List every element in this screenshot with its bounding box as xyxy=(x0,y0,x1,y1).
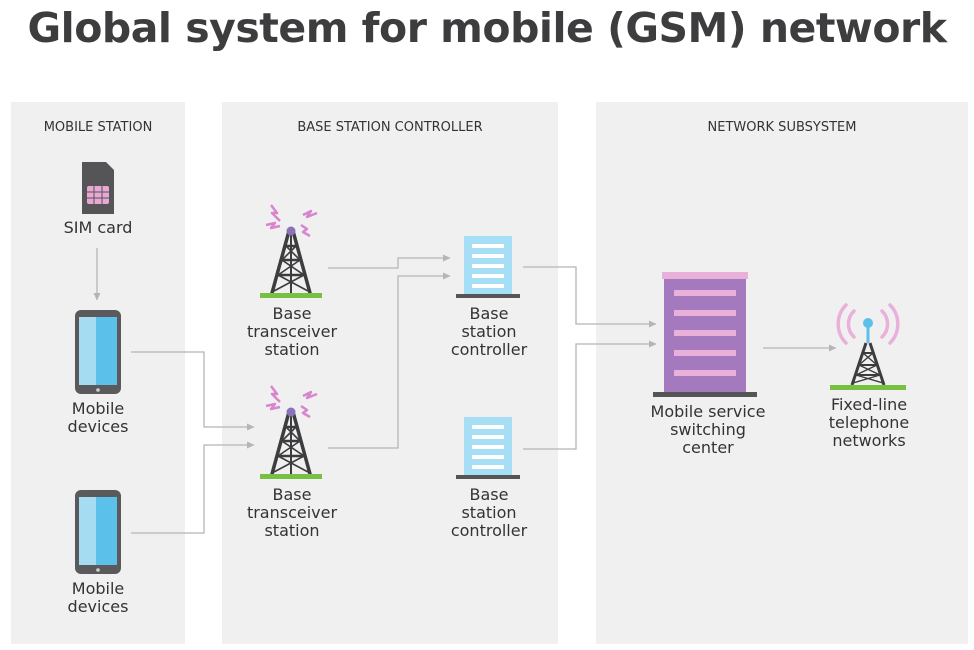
label-line: networks xyxy=(832,431,906,450)
label-line: station xyxy=(461,503,517,522)
arrow-mobile2-to-bts2 xyxy=(131,441,255,534)
panel-title-mobile-station: MOBILE STATION xyxy=(43,120,153,135)
controller-building-icon xyxy=(456,236,520,298)
panel-title-base-station-controller: BASE STATION CONTROLLER xyxy=(297,120,483,135)
label-line: telephone xyxy=(828,413,910,432)
label-line: devices xyxy=(67,417,129,436)
arrow-mobile1-to-bts2 xyxy=(131,351,255,431)
label-line: transceiver xyxy=(246,503,338,522)
label-bsc-1: Base station controller xyxy=(451,305,527,359)
label-line: Base xyxy=(272,304,312,323)
arrow-bts1-to-bsc1 xyxy=(328,254,451,269)
arrow-bts2-to-bsc1 xyxy=(328,272,451,449)
label-line: station xyxy=(264,340,320,359)
label-line: station xyxy=(264,521,320,540)
transceiver-tower-icon xyxy=(258,203,324,300)
sim-card-icon xyxy=(82,162,114,214)
label-line: station xyxy=(461,322,517,341)
label-fixed-line: Fixed-line telephone networks xyxy=(829,396,909,450)
connector-lines xyxy=(93,248,837,534)
fixed-line-tower-icon xyxy=(830,303,906,390)
label-line: center xyxy=(682,438,734,457)
label-line: controller xyxy=(450,521,528,540)
panel-network-subsystem: NETWORK SUBSYSTEM xyxy=(596,102,968,644)
label-mobile-devices-2: Mobile devices xyxy=(68,580,129,616)
label-bsc-2: Base station controller xyxy=(451,486,527,540)
label-bts-2: Base transceiver station xyxy=(247,486,337,540)
label-line: Mobile xyxy=(71,579,125,598)
controller-building-icon xyxy=(456,417,520,479)
label-line: switching xyxy=(670,420,746,439)
label-line: devices xyxy=(67,597,129,616)
label-line: Fixed-line xyxy=(830,395,908,414)
switching-center-building-icon xyxy=(653,272,757,397)
label-bts-1: Base transceiver station xyxy=(247,305,337,359)
label-mobile-devices-1: Mobile devices xyxy=(68,400,129,436)
label-line: controller xyxy=(450,340,528,359)
panel-base-station-controller: BASE STATION CONTROLLER xyxy=(222,102,558,644)
label-sim-card: SIM card xyxy=(64,219,133,237)
transceiver-tower-icon xyxy=(258,384,324,481)
mobile-phone-icon xyxy=(75,310,121,394)
label-sim-card-text: SIM card xyxy=(63,218,133,237)
page-title: Global system for mobile (GSM) network xyxy=(27,4,947,52)
mobile-phone-icon xyxy=(75,490,121,574)
label-line: Base xyxy=(272,485,312,504)
label-line: Mobile service xyxy=(650,402,766,421)
label-line: Base xyxy=(469,485,509,504)
arrow-bsc1-to-msc xyxy=(523,266,657,328)
panel-title-network-subsystem: NETWORK SUBSYSTEM xyxy=(707,120,857,135)
label-msc: Mobile service switching center xyxy=(651,403,766,457)
label-line: Base xyxy=(469,304,509,323)
arrow-bsc2-to-msc xyxy=(523,340,657,450)
label-line: transceiver xyxy=(246,322,338,341)
label-line: Mobile xyxy=(71,399,125,418)
